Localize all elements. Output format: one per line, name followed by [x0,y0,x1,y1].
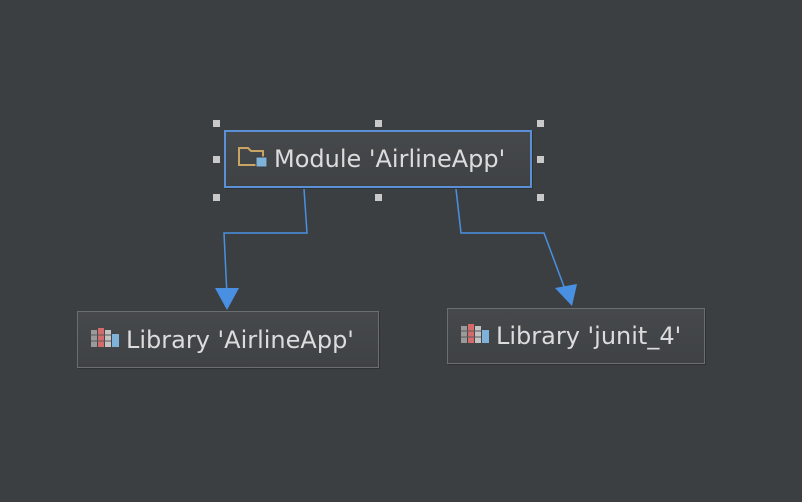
selection-handle-bottom-right[interactable] [537,194,544,201]
library-books-icon [90,325,120,355]
selection-handle-middle-right[interactable] [537,156,544,163]
module-node-label: Module 'AirlineApp' [274,145,506,173]
edge-module-to-library-airlineapp[interactable] [223,188,308,297]
selection-handle-middle-left[interactable] [213,156,220,163]
selection-handle-bottom-left[interactable] [213,194,220,201]
edge-arrowhead-library-junit [555,284,577,306]
module-node-airlineapp[interactable]: Module 'AirlineApp' [224,130,532,188]
selection-handle-top-left[interactable] [213,120,220,127]
library-node-label: Library 'junit_4' [496,322,682,350]
library-books-icon [460,321,490,351]
edge-arrowhead-library-airlineapp [215,288,239,310]
library-node-airlineapp[interactable]: Library 'AirlineApp' [77,311,379,368]
edge-module-to-library-junit[interactable] [455,188,567,293]
selection-handle-top-right[interactable] [537,120,544,127]
selection-handle-top-center[interactable] [375,120,382,127]
selection-handle-bottom-center[interactable] [375,194,382,201]
library-node-label: Library 'AirlineApp' [126,325,354,354]
module-folder-icon [238,144,268,174]
library-node-junit4[interactable]: Library 'junit_4' [447,308,705,364]
